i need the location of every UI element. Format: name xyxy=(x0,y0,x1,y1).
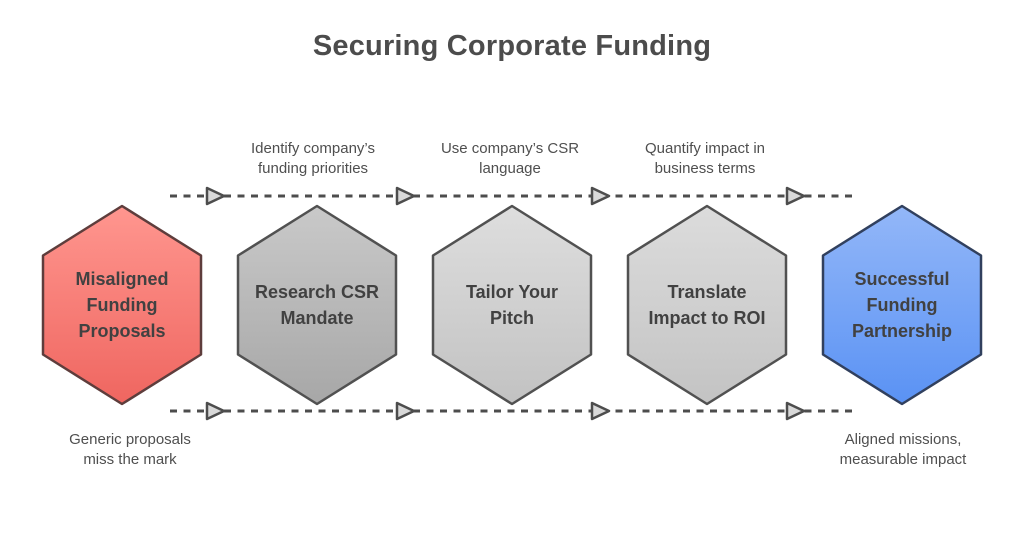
hexagon-label: Successful Funding Partnership xyxy=(851,268,953,342)
hexagon-shape xyxy=(821,204,983,406)
arrowhead-icon xyxy=(785,186,806,206)
arrowhead-icon xyxy=(395,401,416,421)
hexagon-label: Tailor Your Pitch xyxy=(465,281,558,328)
hexagon-shape xyxy=(236,204,398,406)
transition-label-3: Quantify impact in business terms xyxy=(644,140,766,178)
hexagon-step-tailor-pitch: Tailor Your Pitch xyxy=(431,204,593,406)
top-flow-connector-svg xyxy=(170,186,855,206)
hexagon-shape xyxy=(626,204,788,406)
hexagon-label: Research CSR Mandate xyxy=(254,281,380,328)
hexagon-step-research-csr: Research CSR Mandate xyxy=(236,204,398,406)
transition-label-2: Use company’s CSR language xyxy=(440,140,580,178)
hexagon-shape xyxy=(431,204,593,406)
hexagon-step-successful-partnership: Successful Funding Partnership xyxy=(821,204,983,406)
arrowhead-icon xyxy=(205,186,226,206)
top-flow-connector xyxy=(170,186,855,206)
transition-label-1: Identify company’s funding priorities xyxy=(251,140,375,178)
arrowhead-icon xyxy=(205,401,226,421)
arrowhead-icon xyxy=(395,186,416,206)
arrowhead-icon xyxy=(785,401,806,421)
hexagon-shape xyxy=(41,204,203,406)
bottom-flow-connector-svg xyxy=(170,401,855,421)
hexagon-label: Misaligned Funding Proposals xyxy=(75,268,169,342)
hexagon-label: Translate Impact to ROI xyxy=(648,281,766,328)
page-title: Securing Corporate Funding xyxy=(312,30,712,62)
hexagon-step-misaligned-proposals: Misaligned Funding Proposals xyxy=(41,204,203,406)
bottom-flow-connector xyxy=(170,401,855,421)
arrowhead-icon xyxy=(590,186,611,206)
hexagon-step-translate-roi: Translate Impact to ROI xyxy=(626,204,788,406)
arrowhead-icon xyxy=(590,401,611,421)
note-aligned-missions: Aligned missions, measurable impact xyxy=(839,431,967,469)
note-generic-proposals: Generic proposals miss the mark xyxy=(69,431,191,469)
